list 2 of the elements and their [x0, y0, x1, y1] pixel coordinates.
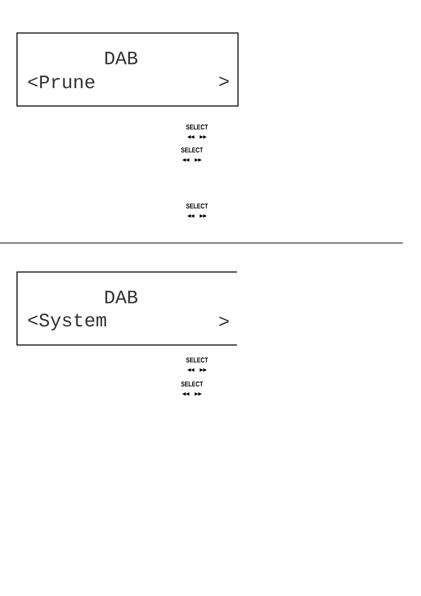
- display-screen: DAB <System >: [16, 272, 238, 346]
- display-screen: DAB <Prune >: [16, 32, 238, 106]
